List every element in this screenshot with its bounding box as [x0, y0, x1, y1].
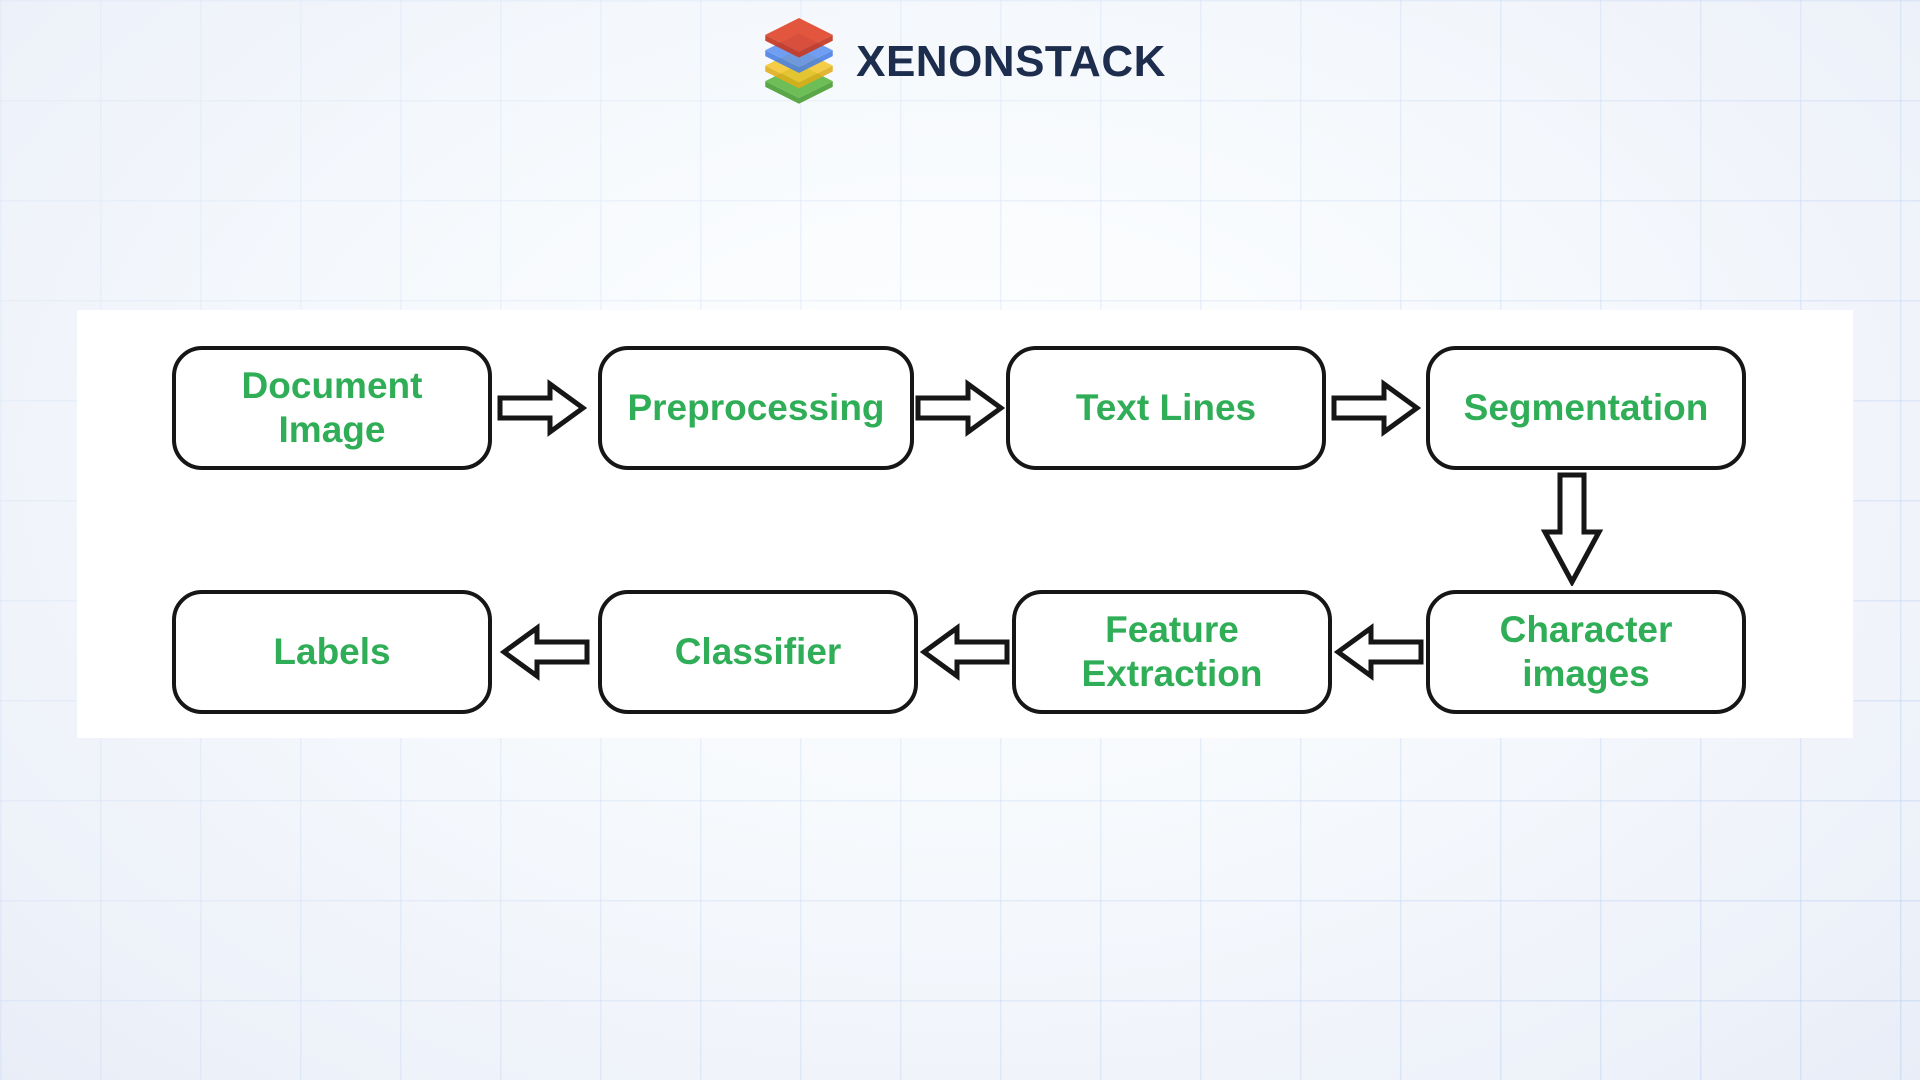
flow-node-feature-extraction: Feature Extraction [1012, 590, 1332, 714]
flow-node-text-lines: Text Lines [1006, 346, 1326, 470]
flow-arrow-right-icon [915, 379, 1005, 437]
xenonstack-logo: XENONSTACK [0, 18, 1920, 106]
flow-arrow-right-icon [497, 379, 587, 437]
flow-node-labels: Labels [172, 590, 492, 714]
flow-arrow-left-icon [1334, 623, 1424, 681]
flow-arrow-right-icon [1331, 379, 1421, 437]
flow-node-document-image: Document Image [172, 346, 492, 470]
layer-stack-icon [765, 18, 833, 104]
flow-arrow-left-icon [920, 623, 1010, 681]
flow-node-character-images: Character images [1426, 590, 1746, 714]
flow-node-classifier: Classifier [598, 590, 918, 714]
flow-node-segmentation: Segmentation [1426, 346, 1746, 470]
flow-arrow-left-icon [500, 623, 590, 681]
flow-arrow-down-icon [1541, 472, 1603, 586]
brand-name: XENONSTACK [856, 37, 1166, 86]
flow-node-preprocessing: Preprocessing [598, 346, 914, 470]
